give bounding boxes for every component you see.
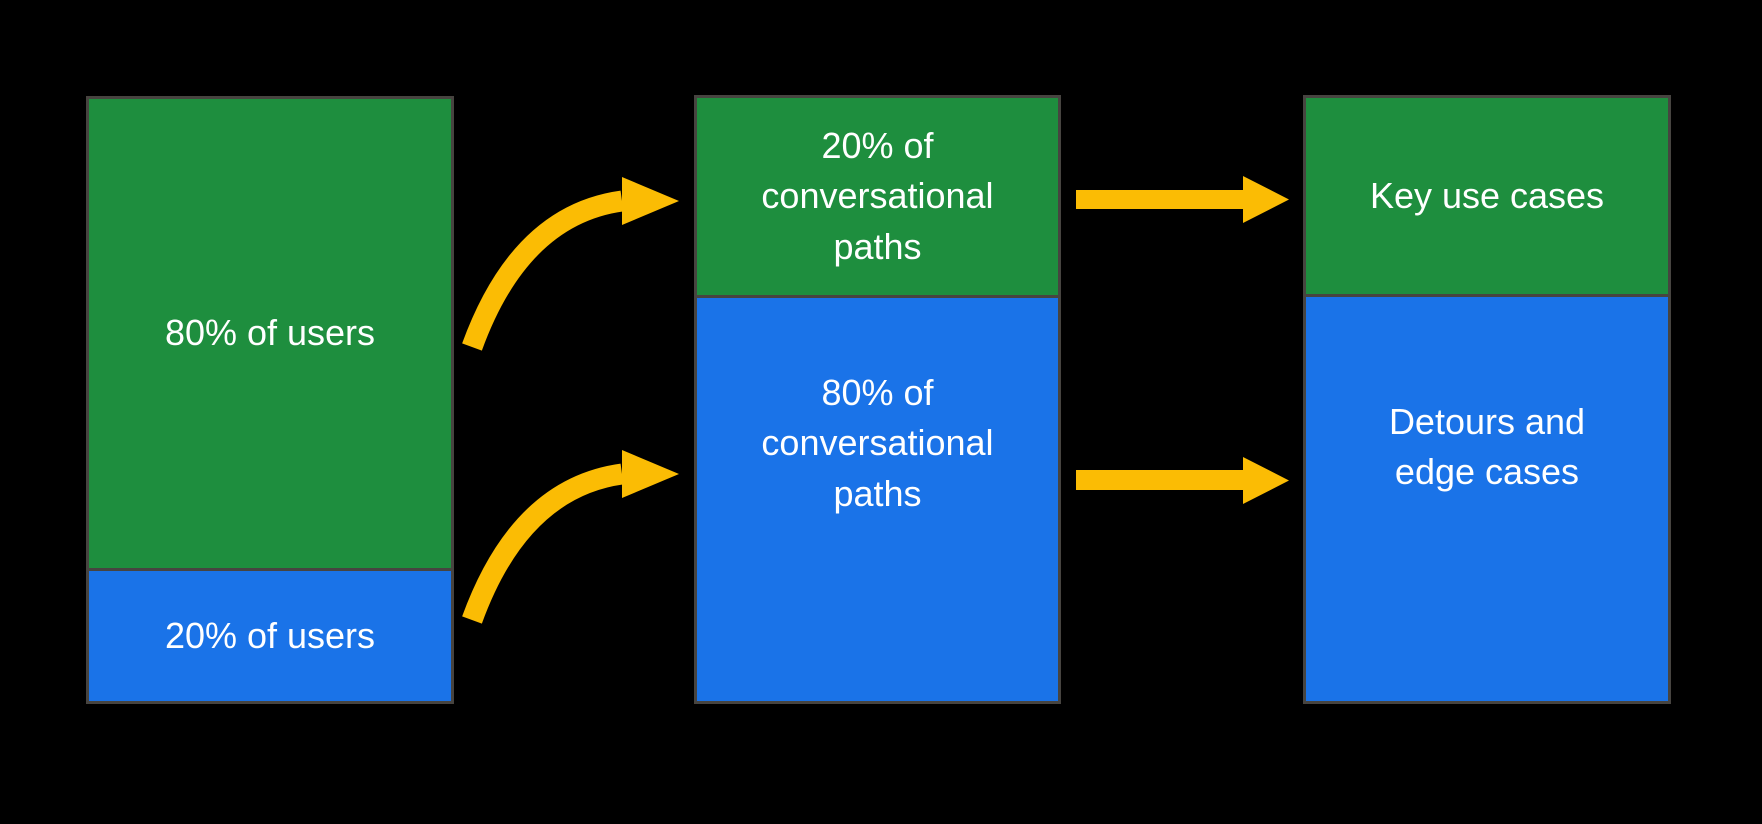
conversational-paths-bar: 20% of conversational paths 80% of conve… (694, 95, 1061, 704)
paths-80-segment: 80% of conversational paths (697, 295, 1058, 701)
paths-20-segment: 20% of conversational paths (697, 98, 1058, 295)
users-80-label: 80% of users (164, 312, 376, 354)
detours-edge-cases-label: Detours and edge cases (1388, 400, 1586, 492)
key-use-cases-label: Key use cases (1369, 174, 1605, 216)
straight-arrow-paths20-to-key-use-cases (1076, 176, 1289, 223)
paths-80-label: 80% of conversational paths (761, 371, 994, 514)
curved-arrow-users20-to-paths80 (462, 450, 679, 624)
key-use-cases-segment: Key use cases (1306, 98, 1668, 294)
detours-edge-cases-segment: Detours and edge cases (1306, 294, 1668, 701)
straight-arrow-paths80-to-detours (1076, 457, 1289, 504)
curved-arrow-users80-to-paths20 (462, 177, 679, 351)
users-80-segment: 80% of users (89, 99, 451, 568)
outcomes-bar: Key use cases Detours and edge cases (1303, 95, 1671, 704)
users-bar: 80% of users 20% of users (86, 96, 454, 704)
paths-20-label: 20% of conversational paths (761, 124, 994, 267)
users-20-segment: 20% of users (89, 568, 451, 701)
users-20-label: 20% of users (164, 614, 376, 656)
